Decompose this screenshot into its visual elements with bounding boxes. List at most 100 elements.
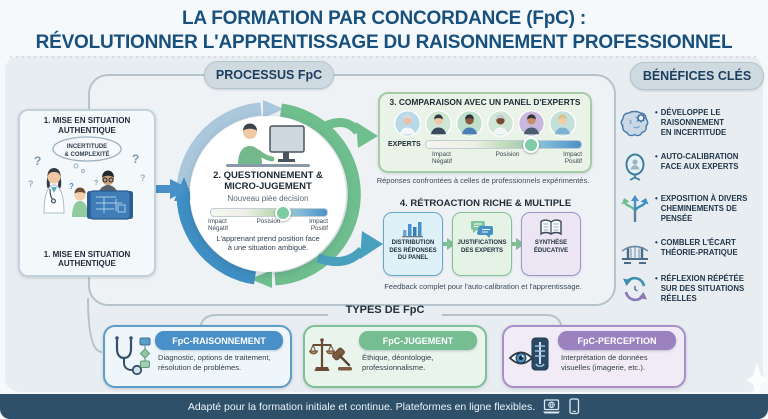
- benefit-item-repeated-reflection: •RÉFLEXION RÉPÉTÉE SUR DES SITUATIONS RÉ…: [620, 274, 766, 304]
- learner-at-computer-icon: [226, 123, 310, 167]
- footer-bar: Adapté pour la formation initiale et con…: [0, 394, 768, 419]
- feedback-card-label: DISTRIBUTION DES RÉPONSES DU PANEL: [389, 240, 437, 261]
- type-card-title: FpC-PERCEPTION: [558, 331, 676, 350]
- expert-avatar: [394, 110, 421, 137]
- scales-gavel-icon: [309, 338, 352, 371]
- thought-cloud-icon: [52, 136, 122, 162]
- step1-arrowhead: [170, 179, 190, 199]
- step1-title-top: 1. MISE EN SITUATION AUTHENTIQUE: [43, 116, 131, 135]
- benefit-item-calibration: •AUTO-CALIBRATION FACE AUX EXPERTS: [620, 152, 766, 182]
- step3-title: 3. COMPARAISON AVEC UN PANEL D'EXPERTS: [389, 97, 581, 107]
- footer-text: Adapté pour la formation initiale et con…: [187, 400, 536, 413]
- question-mark-icon: ?: [94, 180, 98, 187]
- slider-label-negative: Impact Négatif: [432, 151, 452, 166]
- step3-caption: Réponses confrontées à celles de profess…: [376, 176, 590, 185]
- step3-arrowhead: [356, 122, 378, 148]
- expert-avatar-row: [380, 110, 590, 137]
- chat-bubbles-icon: [471, 221, 493, 238]
- step3-slider-knob: [523, 136, 540, 153]
- brain-gear-icon: [620, 110, 649, 137]
- type-card-perception: FpC-PERCEPTION Interprétation de données…: [502, 325, 686, 388]
- benefit-label: COMBLER L'ÉCART THÉORIE-PRATIQUE: [660, 238, 738, 257]
- bridge-icon: [621, 245, 649, 264]
- card-connector-2-head: [516, 238, 525, 250]
- cycle-arc-top-left: [176, 102, 262, 191]
- experts-label: EXPERTS: [388, 141, 421, 148]
- expert-avatar: [518, 110, 545, 137]
- step4-title: 4. RÉTROACTION RICHE & MULTIPLE: [399, 198, 572, 209]
- smartphone-icon: [569, 398, 580, 415]
- benefit-item-reasoning: •DÉVELOPPE LE RAISONNEMENT EN INCERTITUD…: [620, 108, 766, 138]
- expert-avatar: [456, 110, 483, 137]
- type-card-title: FpC-JUGEMENT: [359, 331, 477, 350]
- question-mark-icon: ?: [69, 182, 74, 191]
- slider-label-positive: Impact Positif: [309, 218, 328, 233]
- feedback-card-label: JUSTIFICATIONS DES EXPERTS: [457, 240, 507, 254]
- slider-label-position: Posision: [256, 218, 281, 225]
- step3-slider-labels: Impact Négatif Posision Impact Positif: [432, 151, 582, 165]
- types-header: TYPES DE FpC: [345, 304, 425, 316]
- bullet: •: [655, 152, 658, 161]
- circle-to-step3-arrow: [315, 118, 362, 136]
- process-header-pill: PROCESSUS FpC: [204, 61, 334, 89]
- question-mark-icon: ?: [132, 152, 139, 166]
- step2-slider-labels: Impact Négatif Posision Impact Positif: [208, 218, 328, 232]
- bullet: •: [655, 194, 658, 203]
- card-connector-1-head: [447, 238, 456, 250]
- step4-arrowhead: [360, 231, 383, 259]
- bullet: •: [655, 274, 658, 283]
- child-figure: [72, 187, 88, 217]
- feedback-card-justifications: JUSTIFICATIONS DES EXPERTS: [452, 212, 512, 276]
- benefits-header-pill: BÉNÉFICES CLÉS: [630, 62, 764, 90]
- slider-label-position: Posision: [495, 151, 520, 158]
- benefit-label: AUTO-CALIBRATION FACE AUX EXPERTS: [660, 152, 739, 171]
- expert-avatar: [487, 110, 514, 137]
- architect-figure: [87, 170, 133, 220]
- expert-avatar: [549, 110, 576, 137]
- step2-slider-knob: [274, 204, 291, 221]
- cycle-arc-bottom-left: [176, 196, 257, 285]
- step3-expert-panel-box: 3. COMPARAISON AVEC UN PANEL D'EXPERTS E…: [378, 92, 592, 173]
- type-card-jugement: FpC-JUGEMENT Éthique, déontologie, profe…: [303, 325, 487, 388]
- step2-caption: L'apprenant prend position face à une si…: [216, 234, 320, 253]
- frame-to-types-connector: [87, 297, 103, 353]
- benefit-item-exposure: •EXPOSITION À DIVERS CHEMINEMENTS DE PEN…: [620, 194, 766, 224]
- experts-slider-row: EXPERTS: [388, 136, 582, 153]
- stethoscope-flowchart-icon: [115, 336, 151, 376]
- authentic-situation-illustration: ? ? ? ? ? ?: [28, 136, 146, 220]
- cycle-arc-right: [274, 103, 361, 286]
- branching-arrows-icon: [621, 195, 649, 222]
- step2-position-slider: [210, 204, 328, 221]
- cyclic-arrows-icon: [623, 276, 647, 302]
- step1-authentic-situation-box: 1. MISE EN SITUATION AUTHENTIQUE ? ? ? ?…: [18, 109, 156, 277]
- feedback-card-label: SYNTHÈSE ÉDUCATIVE: [533, 240, 569, 254]
- bullet: •: [655, 238, 658, 247]
- cycle-arrowhead-bottom: [250, 270, 272, 288]
- benefit-label: EXPOSITION À DIVERS CHEMINEMENTS DE PENS…: [660, 194, 748, 223]
- circle-to-step4-arrow: [316, 246, 366, 267]
- type-card-title: FpC-RAISONNEMENT: [155, 331, 283, 350]
- cloud-label: INCERTITUDE & COMPLEXITÉ: [64, 144, 110, 158]
- step2-micro-judgement-circle: 2. QUESTIONNEMENT & MICRO-JUGEMENT Nouve…: [190, 116, 346, 272]
- question-mark-icon: ?: [28, 179, 34, 189]
- benefit-label: DÉVELOPPE LE RAISONNEMENT EN INCERTITUDE: [660, 108, 727, 137]
- slider-label-positive: Impact Positif: [563, 151, 582, 166]
- step3-position-slider: [424, 136, 582, 153]
- feedback-card-distribution: DISTRIBUTION DES RÉPONSES DU PANEL: [383, 212, 443, 276]
- type-card-description: Diagnostic, options de traitement, résol…: [158, 353, 271, 372]
- type-card-raisonnement: FpC-RAISONNEMENT Diagnostic, options de …: [103, 325, 292, 388]
- benefit-item-bridge-gap: •COMBLER L'ÉCART THÉORIE-PRATIQUE: [620, 238, 766, 268]
- mirror-icon: [625, 153, 645, 181]
- cycle-arrowhead-top: [263, 100, 284, 118]
- question-mark-icon: ?: [34, 154, 41, 168]
- eye-xray-icon: [508, 337, 549, 371]
- question-mark-icon: ?: [140, 173, 146, 183]
- bullet: •: [655, 108, 658, 117]
- type-card-description: Interprétation de données visuelles (ima…: [561, 353, 648, 372]
- step1-title-bottom: 1. MISE EN SITUATION AUTHENTIQUE: [43, 249, 131, 269]
- sparkle-decoration: [746, 362, 768, 400]
- expert-avatar: [425, 110, 452, 137]
- type-card-description: Éthique, déontologie, professionnalisme.: [362, 353, 434, 372]
- step2-subtitle: Nouveau pièe decision: [227, 194, 309, 203]
